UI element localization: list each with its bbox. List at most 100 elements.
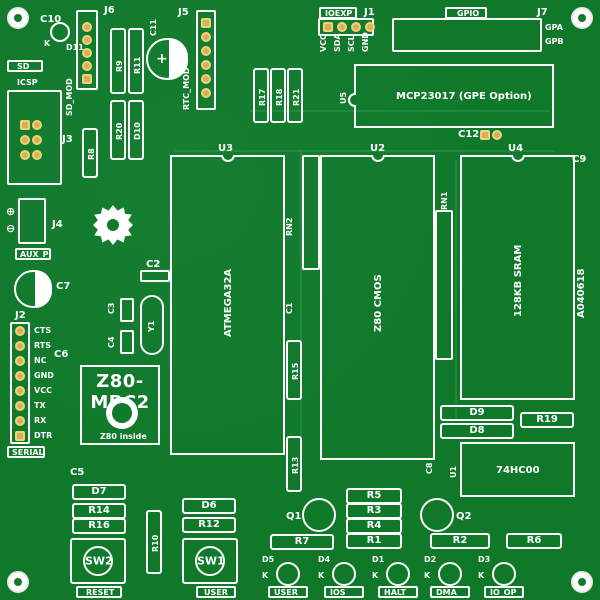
r7-resistor: R7 [270, 534, 334, 550]
c8-label: C8 [425, 462, 434, 474]
j2-serial-header-outline [10, 322, 30, 444]
sw1-actuator[interactable]: SW1 [195, 546, 225, 576]
r17-resistor: R17 [253, 68, 269, 123]
j6-pin [82, 74, 92, 84]
c11-polarity-mark [169, 38, 188, 80]
led-k-mark: K [318, 571, 325, 580]
serial-label: SERIAL [12, 448, 44, 457]
mounting-hole-bottom-right [571, 571, 593, 593]
u4-ref: U4 [508, 143, 524, 154]
j5-pin [201, 88, 211, 98]
led-name-box: HALT [378, 586, 418, 598]
r15-label: R15 [291, 362, 300, 380]
sd-label: SD [17, 62, 30, 71]
icsp-pin [32, 120, 42, 130]
r12-label: R12 [198, 519, 220, 530]
j6-header-outline [76, 10, 98, 90]
led-outline [332, 562, 356, 586]
c3-label: C3 [107, 302, 116, 314]
serial-pin-pad [15, 326, 25, 336]
j6-pin [82, 22, 92, 32]
serial-pin-pad [15, 341, 25, 351]
d6-label: D6 [201, 500, 217, 511]
d7-label: D7 [91, 486, 107, 497]
led-ref-label: D2 [424, 555, 437, 564]
r3-resistor: R3 [346, 503, 402, 519]
d8-diode: D8 [440, 423, 514, 439]
ioexp-pin-sda [337, 22, 347, 32]
user-label: USER [204, 588, 228, 597]
c10-label: C10 [40, 14, 62, 25]
r10-label: R10 [151, 534, 160, 552]
r12-resistor: R12 [182, 517, 236, 533]
mounting-hole-top-left [7, 7, 29, 29]
gpio-gpa-label: GPA [545, 23, 563, 32]
plus-icon: ⊕ [6, 205, 16, 218]
serial-pin-pad [15, 386, 25, 396]
trace [250, 110, 550, 112]
r2-resistor: R2 [430, 533, 490, 549]
rn1-label: RN1 [440, 191, 449, 210]
u3-ref: U3 [218, 143, 234, 154]
d6-diode: D6 [182, 498, 236, 514]
j6-label: J6 [104, 5, 115, 16]
u1-74hc00-outline: 74HC00 [460, 442, 575, 497]
y1-label: Y1 [147, 320, 156, 332]
serial-pin-label: RX [34, 416, 47, 425]
gpio-gpb-label: GPB [545, 37, 564, 46]
r11-resistor: R11 [128, 28, 144, 94]
u2-ref: U2 [370, 143, 386, 154]
led-name-label: USER [274, 588, 298, 597]
led-k-mark: K [424, 571, 431, 580]
led-outline [438, 562, 462, 586]
chip-notch [370, 155, 385, 162]
rn2-network-outline [302, 155, 320, 270]
q2-transistor-outline [420, 498, 454, 532]
c2-label: C2 [146, 259, 161, 270]
sw1-user-switch[interactable]: SW1 [182, 538, 238, 584]
led-name-label: DMA [436, 588, 457, 597]
r9-label: R9 [115, 60, 124, 72]
c2-capacitor-outline [140, 270, 170, 282]
c3-capacitor-outline [120, 298, 134, 322]
gear-shape [93, 205, 133, 245]
serial-label-box: SERIAL [7, 446, 45, 458]
plus-icon: + [36, 288, 48, 304]
u4-name: 128KB SRAM [513, 244, 524, 317]
reset-label-box: RESET [76, 586, 122, 598]
r13-resistor: R13 [286, 436, 302, 492]
r7-label: R7 [294, 536, 310, 547]
u3-name: ATMEGA32A [223, 268, 234, 337]
sw2-reset-switch[interactable]: SW2 [70, 538, 126, 584]
c7-polarity-mark [35, 270, 52, 308]
led-outline [386, 562, 410, 586]
r3-label: R3 [366, 505, 382, 516]
led-name-box: IO_OP [484, 586, 524, 598]
serial-pin-pad [15, 401, 25, 411]
r10-resistor: R10 [146, 510, 162, 574]
d9-label: D9 [469, 407, 485, 418]
led-k-mark: K [478, 571, 485, 580]
led-k-mark: K [372, 571, 379, 580]
icsp-pin [20, 120, 30, 130]
j5-pin [201, 74, 211, 84]
d9-diode: D9 [440, 405, 514, 421]
u3-atmega32a-outline: ATMEGA32A [170, 155, 285, 455]
d11-label: D11 [66, 43, 84, 52]
j6-pin [82, 35, 92, 45]
led-outline [492, 562, 516, 586]
q2-label: Q2 [456, 511, 472, 522]
user-label-box: USER [196, 586, 236, 598]
u1-ref: U1 [449, 465, 458, 478]
sd-socket-outline: SD [7, 60, 43, 72]
c7-capacitor: + [14, 270, 52, 308]
c1-label: C1 [285, 302, 294, 314]
sw2-actuator[interactable]: SW2 [83, 546, 113, 576]
serial-pin-label: NC [34, 356, 47, 365]
sw1-label: SW1 [197, 554, 225, 568]
d10-label: D10 [133, 122, 142, 140]
ioexp-label: IOEXP [325, 9, 353, 18]
r5-resistor: R5 [346, 488, 402, 504]
r18-resistor: R18 [270, 68, 286, 123]
j5-pin [201, 18, 211, 28]
